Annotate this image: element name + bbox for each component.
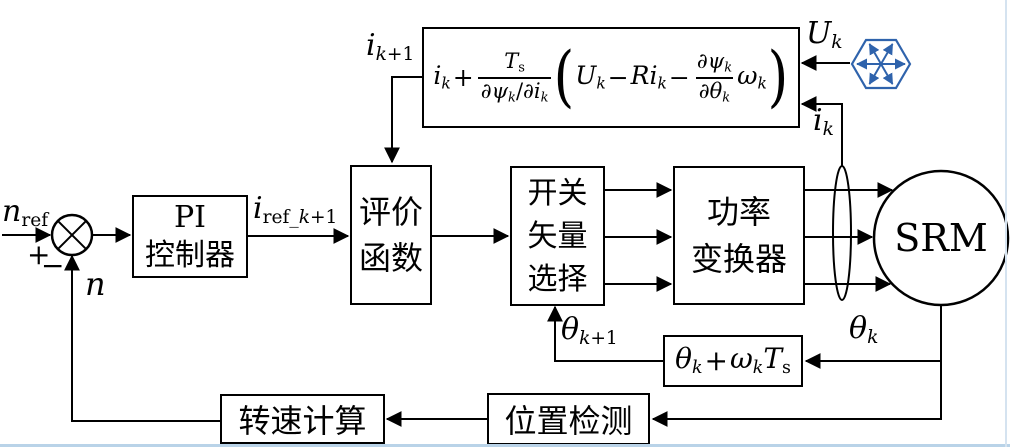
- label-n-ref: nref: [2, 194, 49, 232]
- theta-update-to-switch-arrow: [547, 305, 663, 362]
- speed-calculation-block: 转速计算: [220, 394, 385, 444]
- gain-fraction: Ts ∂ψk/∂ik: [477, 50, 552, 104]
- label-i-k1: ik+1: [366, 28, 415, 66]
- pi-block-line1: PI: [173, 199, 207, 235]
- position-detection-block: 位置检测: [487, 393, 650, 445]
- switch-block-line2: 矢量: [527, 218, 588, 254]
- junction-cross-line: [57, 220, 87, 250]
- speed-feedback-arrow: [64, 254, 220, 422]
- right-paren: ): [767, 38, 789, 116]
- plus-operator: +: [452, 63, 474, 92]
- switch-block-line1: 开关: [527, 175, 588, 211]
- label-theta-k1: θk+1: [561, 312, 618, 350]
- minus-operator: −: [607, 63, 629, 92]
- predictor-formula: ik + Ts ∂ψk/∂ik ( Uk − Rik − ∂ψk ∂θk ωk …: [433, 38, 789, 116]
- label-theta-k: θk: [849, 311, 879, 349]
- switch-vector-selection-block: 开关 矢量 选择: [510, 166, 605, 306]
- label-plus-sign: +: [27, 238, 51, 271]
- ik-feedback-arrow: [800, 96, 843, 166]
- srm-label: SRM: [894, 216, 988, 260]
- left-paren: (: [554, 38, 575, 116]
- hexagon-outline: [850, 38, 912, 90]
- formula-term: i: [433, 61, 442, 91]
- theta-update-block: θk + ωk Ts: [663, 335, 803, 387]
- position-block-label: 位置检测: [504, 402, 633, 440]
- current-predictor-block: ik + Ts ∂ψk/∂ik ( Uk − Rik − ∂ψk ∂θk ωk …: [422, 27, 800, 128]
- power-converter-block: 功率 变换器: [673, 166, 805, 305]
- theta-update-formula: θk + ωk Ts: [675, 341, 791, 378]
- right-edge-rule: [1005, 0, 1007, 447]
- speed-block-label: 转速计算: [238, 402, 367, 440]
- label-u-k: Uk: [806, 16, 843, 54]
- minus-operator: −: [668, 63, 690, 92]
- switch-block-line3: 选择: [527, 261, 588, 297]
- label-i-ref-k1: iref_k+1: [253, 191, 338, 229]
- power-block-line1: 功率: [706, 192, 771, 231]
- evaluation-function-block: 评价 函数: [350, 165, 432, 305]
- hexagon-arrow-diagonal-2: [868, 43, 894, 85]
- pi-controller-block: PI 控制器: [132, 195, 248, 278]
- predictor-to-eval-arrow: [384, 76, 422, 164]
- eval-block-line1: 评价: [358, 193, 423, 231]
- eval-block-line2: 函数: [358, 239, 423, 277]
- plus-operator: +: [704, 344, 728, 377]
- pi-block-line2: 控制器: [145, 237, 235, 273]
- srm-to-position-arrow: [651, 305, 942, 427]
- voltage-vector-hexagon-icon: [850, 38, 912, 90]
- label-i-k: ik: [813, 103, 834, 141]
- label-minus-sign: −: [41, 249, 65, 282]
- power-block-line2: 变换器: [690, 239, 787, 278]
- back-emf-fraction: ∂ψk ∂θk: [695, 48, 734, 106]
- current-sensor-ellipse: [832, 165, 852, 301]
- label-n-feedback: n: [85, 265, 106, 303]
- bottom-edge-rule: [0, 444, 1010, 447]
